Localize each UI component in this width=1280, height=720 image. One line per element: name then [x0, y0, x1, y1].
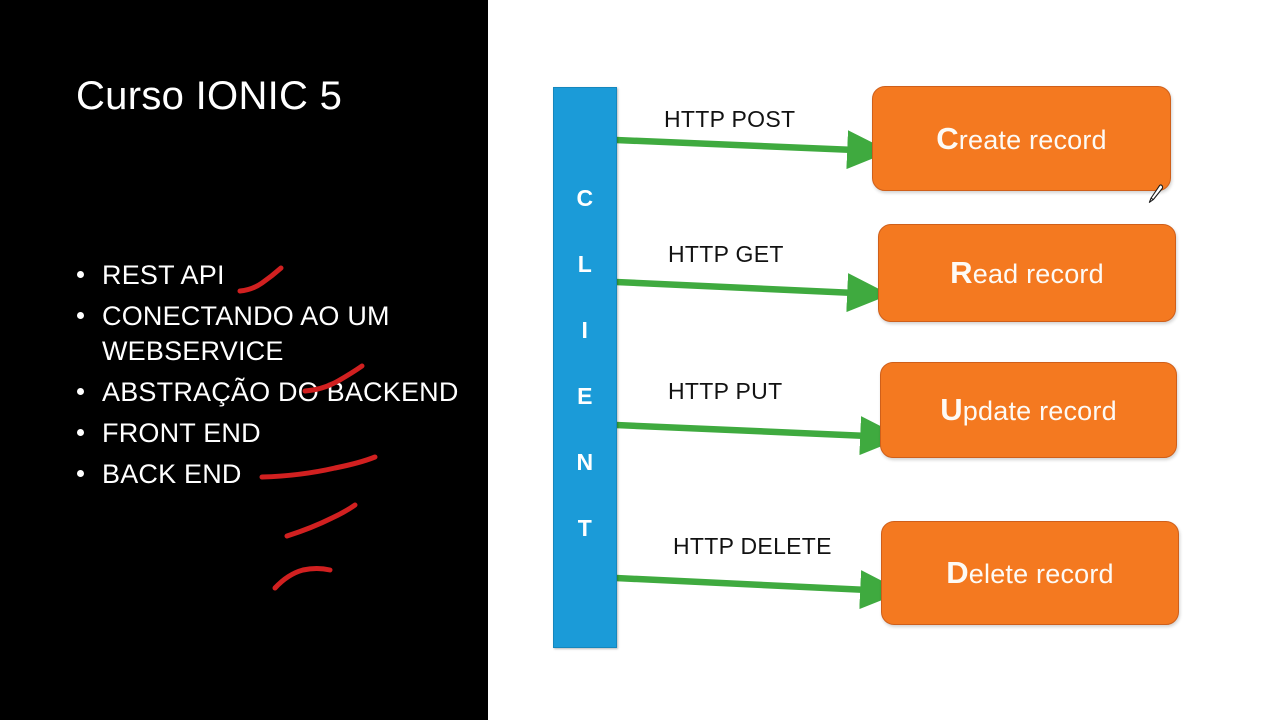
http-method-label-get: HTTP GET: [668, 241, 784, 267]
http-method-label-post: HTTP POST: [664, 106, 796, 132]
client-letter: T: [577, 515, 593, 541]
arrow-http-put: [615, 416, 904, 456]
list-item: CONECTANDO AO UM WEBSERVICE: [70, 299, 470, 369]
record-box-update-label: Update record: [940, 392, 1117, 428]
bullet-dot-icon: [77, 312, 84, 320]
record-box-create-label: Create record: [936, 121, 1107, 157]
client-letter: I: [581, 317, 589, 343]
bullet-label: FRONT END: [102, 418, 261, 449]
record-box-read[interactable]: Read record: [878, 224, 1176, 322]
record-initial: R: [950, 255, 973, 290]
record-box-create[interactable]: Create record: [872, 86, 1171, 191]
bullet-dot-icon: [77, 271, 84, 278]
arrow-http-delete: [615, 570, 904, 610]
crud-flow-diagram: [615, 130, 904, 610]
client-bar: [553, 87, 617, 648]
record-rest: pdate record: [962, 396, 1117, 426]
record-rest: elete record: [968, 559, 1114, 589]
list-item: REST API: [70, 258, 470, 293]
bullet-dot-icon: [77, 470, 84, 478]
record-box-update[interactable]: Update record: [880, 362, 1177, 458]
bullet-label: BACK END: [102, 459, 242, 490]
http-method-label-delete: HTTP DELETE: [673, 533, 832, 559]
record-rest: reate record: [958, 124, 1107, 155]
arrow-http-get: [615, 273, 891, 313]
record-box-delete[interactable]: Delete record: [881, 521, 1179, 625]
bullet-dot-icon: [77, 388, 84, 396]
arrow-http-post: [615, 130, 891, 170]
client-letter: E: [577, 383, 593, 409]
bullet-list: REST API CONECTANDO AO UM WEBSERVICE ABS…: [70, 258, 470, 499]
list-item: BACK END: [70, 457, 470, 492]
record-initial: U: [940, 392, 963, 427]
ink-stroke-back-end: [272, 566, 333, 591]
http-method-label-put: HTTP PUT: [668, 378, 783, 404]
bullet-label: REST API: [102, 260, 225, 290]
record-initial: D: [946, 555, 969, 590]
client-letter: C: [576, 185, 594, 211]
ink-stroke-front-end: [284, 502, 358, 539]
record-box-read-label: Read record: [950, 255, 1104, 291]
client-letter: N: [576, 449, 594, 475]
page-title: Curso IONIC 5: [76, 74, 343, 118]
slide-left-panel: Curso IONIC 5 REST API CONECTANDO AO UM …: [0, 0, 488, 720]
record-rest: ead record: [972, 259, 1104, 289]
bullet-label: ABSTRAÇÃO DO BACKEND: [102, 377, 459, 408]
record-initial: C: [936, 120, 959, 156]
diagram-panel: C L I E N T HTTP POST HTTP GET HTTP PUT …: [488, 0, 1280, 720]
list-item: FRONT END: [70, 416, 470, 451]
list-item: ABSTRAÇÃO DO BACKEND: [70, 375, 470, 410]
record-box-delete-label: Delete record: [946, 555, 1114, 591]
bullet-dot-icon: [77, 429, 84, 437]
bullet-label: CONECTANDO AO UM WEBSERVICE: [102, 301, 390, 367]
pen-cursor-icon: [1148, 184, 1164, 203]
client-label: C L I E N T: [553, 165, 617, 561]
client-letter: L: [577, 251, 593, 277]
